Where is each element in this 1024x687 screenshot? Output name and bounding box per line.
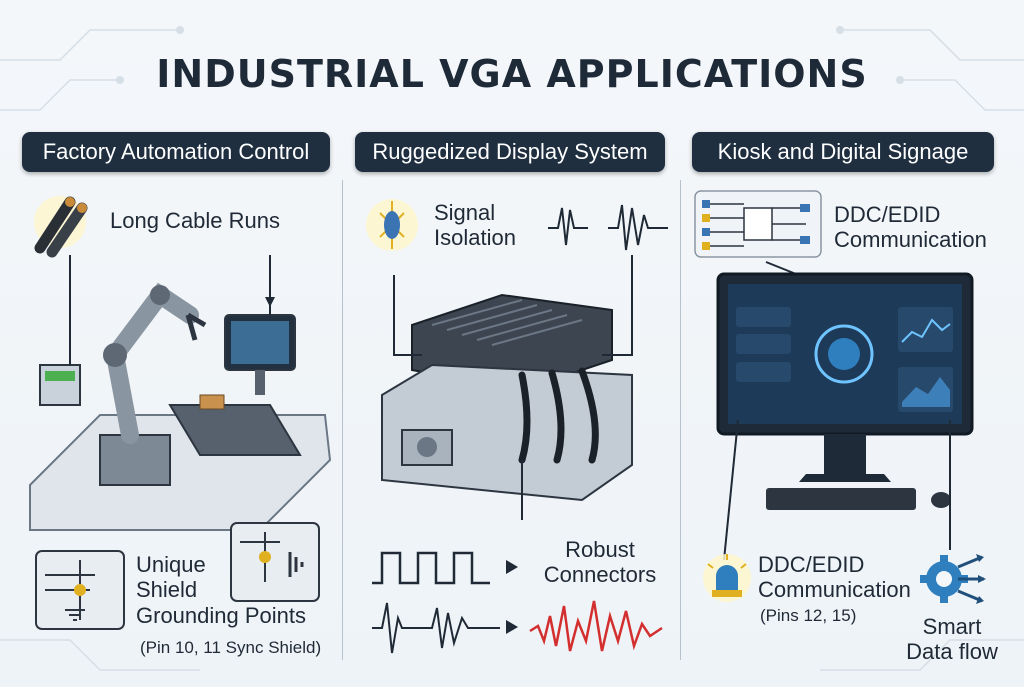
- label-line: Robust: [565, 537, 635, 562]
- red-noisy-waveform: [529, 600, 663, 652]
- shield-ground-icon: [35, 550, 125, 630]
- label-ddc-edid-bottom: DDC/EDID Communication: [758, 552, 911, 603]
- rugged-pc-illustration: [381, 255, 633, 520]
- beacon-icon: [703, 554, 751, 602]
- gear-data-flow-icon: [920, 554, 986, 604]
- factory-robot-illustration: [29, 255, 332, 531]
- isolation-icon: [366, 199, 418, 251]
- label-line: Isolation: [434, 225, 516, 251]
- arrow-icon: [506, 560, 518, 574]
- noisy-signal-waveform: [548, 204, 668, 251]
- label-ddc-edid-top: DDC/EDID Communication: [834, 202, 987, 253]
- callout-lines: [723, 419, 951, 561]
- kiosk-monitor-illustration: [716, 261, 974, 510]
- label-robust-connectors: Robust Connectors: [535, 537, 665, 588]
- label-line: DDC/EDID: [834, 202, 941, 227]
- label-line: Data flow: [906, 639, 998, 665]
- label-long-cable-runs: Long Cable Runs: [110, 208, 281, 233]
- ddc-circuit-diagram: [694, 190, 822, 258]
- label-line: Grounding Points: [136, 602, 306, 628]
- square-wave-signal: [372, 551, 490, 585]
- label-line: Connectors: [543, 562, 657, 588]
- label-line: Communication: [834, 227, 987, 253]
- arrow-icon: [506, 620, 518, 634]
- header-ruggedized-display: Ruggedized Display System: [355, 132, 665, 172]
- label-pin-shield: (Pin 10, 11 Sync Shield): [140, 638, 322, 657]
- label-line: Communication: [758, 577, 911, 603]
- label-shield-grounding: Unique Shield Grounding Points: [136, 552, 326, 628]
- label-line: DDC/EDID: [758, 552, 865, 577]
- label-line: Signal: [434, 200, 496, 225]
- distorted-signal-waveform: [372, 602, 500, 654]
- shield-ground-icon: [230, 522, 320, 602]
- label-line: Unique: [136, 552, 206, 577]
- label-line: Smart: [922, 614, 982, 639]
- column-divider: [680, 180, 681, 660]
- label-line: Shield: [136, 577, 198, 603]
- header-kiosk-signage: Kiosk and Digital Signage: [692, 132, 994, 172]
- label-ddc-pins: (Pins 12, 15): [760, 606, 857, 625]
- page-title: INDUSTRIAL VGA APPLICATIONS: [156, 52, 868, 96]
- label-signal-isolation: Signal Isolation: [434, 200, 516, 251]
- cable-icon: [34, 196, 88, 258]
- label-smart-data-flow: Smart Data flow: [902, 614, 1002, 665]
- header-factory-automation: Factory Automation Control: [22, 132, 330, 172]
- column-divider: [342, 180, 343, 660]
